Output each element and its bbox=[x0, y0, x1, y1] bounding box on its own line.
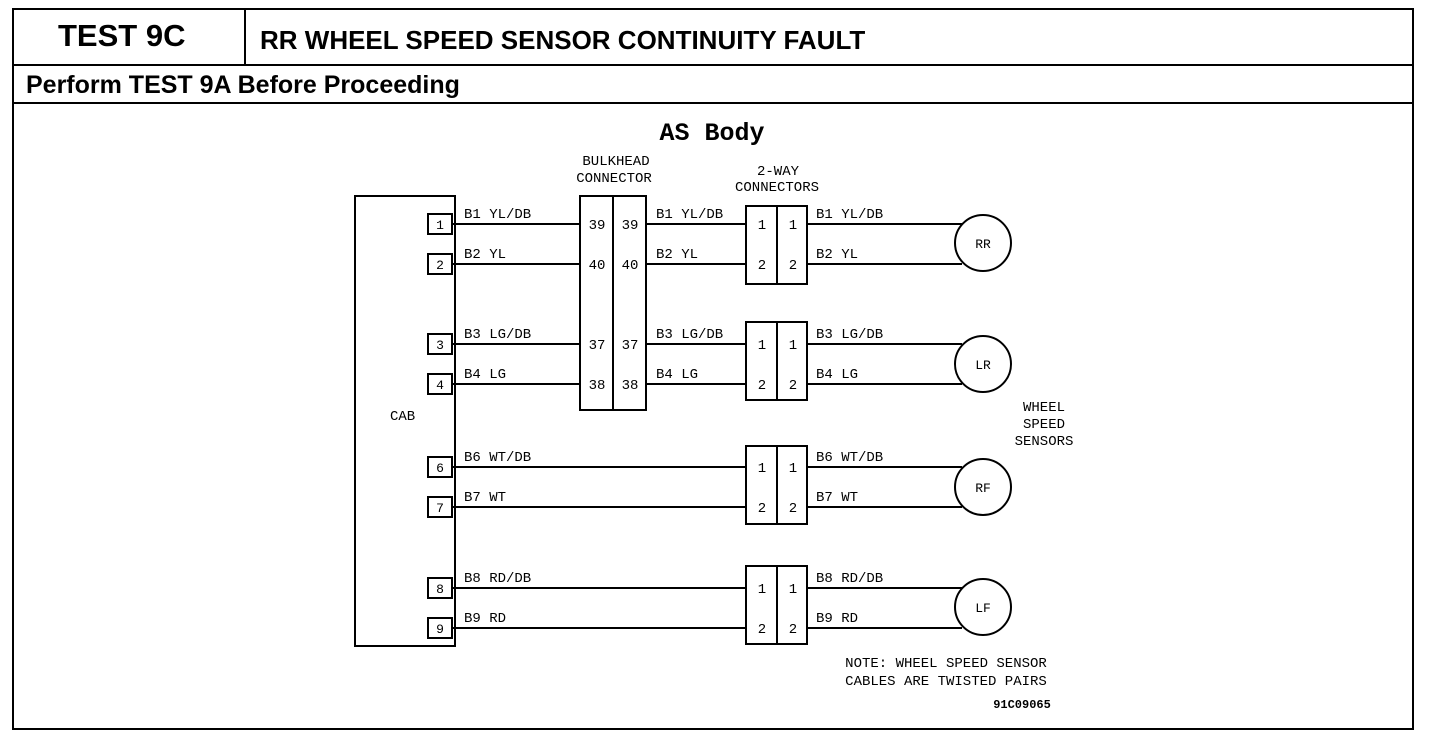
sensor-label: LR bbox=[975, 358, 991, 373]
connector-pin-number: 1 bbox=[789, 461, 797, 477]
connector-pin-number: 1 bbox=[789, 582, 797, 598]
wire-label: B3 LG/DB bbox=[656, 327, 723, 343]
subtitle: Perform TEST 9A Before Proceeding bbox=[26, 71, 460, 99]
connector-pin-number: 1 bbox=[789, 218, 797, 234]
cab-pin-number: 4 bbox=[436, 378, 444, 393]
wire-label: B3 LG/DB bbox=[816, 327, 883, 343]
wire-label: B6 WT/DB bbox=[464, 450, 531, 466]
wire-label: B4 LG bbox=[464, 367, 506, 383]
header-bar: TEST 9C RR WHEEL SPEED SENSOR CONTINUITY… bbox=[12, 8, 1414, 66]
bulkhead-pin-number: 37 bbox=[589, 338, 606, 354]
wire-label: B6 WT/DB bbox=[816, 450, 883, 466]
wire-label: B4 LG bbox=[816, 367, 858, 383]
connector-pin-number: 2 bbox=[789, 258, 797, 274]
note-line-1: NOTE: WHEEL SPEED SENSOR bbox=[845, 656, 1047, 672]
sensor-label: RR bbox=[975, 237, 991, 252]
sensors-label-3: SENSORS bbox=[1015, 434, 1074, 450]
wire-label: B9 RD bbox=[816, 611, 858, 627]
bulkhead-pin-number: 39 bbox=[589, 218, 606, 234]
bulkhead-pin-number: 39 bbox=[622, 218, 639, 234]
wire-label: B7 WT bbox=[816, 490, 858, 506]
cab-pin-number: 2 bbox=[436, 258, 444, 273]
wire-label: B8 RD/DB bbox=[464, 571, 531, 587]
cab-pin-number: 6 bbox=[436, 461, 444, 476]
twoway-label-2: CONNECTORS bbox=[735, 180, 819, 196]
twoway-label-1: 2-WAY bbox=[757, 164, 800, 180]
sensors-label-1: WHEEL bbox=[1023, 400, 1065, 416]
connector-pin-number: 2 bbox=[789, 501, 797, 517]
connector-pin-number: 2 bbox=[789, 378, 797, 394]
connector-pin-number: 1 bbox=[758, 338, 766, 354]
wheel-speed-sensor bbox=[954, 458, 1012, 516]
test-id: TEST 9C bbox=[12, 8, 246, 64]
cab-pin-number: 9 bbox=[436, 622, 444, 637]
test-title: RR WHEEL SPEED SENSOR CONTINUITY FAULT bbox=[260, 25, 866, 55]
sensors-label-2: SPEED bbox=[1023, 417, 1065, 433]
cab-pin-number: 3 bbox=[436, 338, 444, 353]
cab-pin-number: 7 bbox=[436, 501, 444, 516]
sensor-label: RF bbox=[975, 481, 991, 496]
page-frame bbox=[12, 8, 1414, 730]
wire-label: B8 RD/DB bbox=[816, 571, 883, 587]
wheel-speed-sensor bbox=[954, 578, 1012, 636]
bulkhead-pin-number: 37 bbox=[622, 338, 639, 354]
sensor-label: LF bbox=[975, 601, 991, 616]
bulkhead-pin-number: 40 bbox=[589, 258, 606, 274]
cab-module bbox=[354, 195, 456, 647]
connector-pin-number: 2 bbox=[758, 378, 766, 394]
wire-label: B1 YL/DB bbox=[464, 207, 531, 223]
diagram-title: AS Body bbox=[659, 119, 764, 148]
wire-label: B7 WT bbox=[464, 490, 506, 506]
bulkhead-pin-number: 38 bbox=[622, 378, 639, 394]
cab-pin-number: 1 bbox=[436, 218, 444, 233]
wire-label: B2 YL bbox=[656, 247, 698, 263]
bulkhead-label-2: CONNECTOR bbox=[576, 171, 652, 187]
wheel-speed-sensor bbox=[954, 214, 1012, 272]
wire-label: B2 YL bbox=[816, 247, 858, 263]
note-line-2: CABLES ARE TWISTED PAIRS bbox=[845, 674, 1047, 690]
connector-pin-number: 1 bbox=[758, 582, 766, 598]
wire-label: B1 YL/DB bbox=[816, 207, 883, 223]
wire-label: B9 RD bbox=[464, 611, 506, 627]
subtitle-bar: Perform TEST 9A Before Proceeding bbox=[12, 66, 1414, 104]
connector-pin-number: 2 bbox=[758, 258, 766, 274]
connector-pin-number: 1 bbox=[758, 461, 766, 477]
wheel-speed-sensor bbox=[954, 335, 1012, 393]
cab-label: CAB bbox=[390, 409, 415, 425]
wire-label: B2 YL bbox=[464, 247, 506, 263]
connector-pin-number: 1 bbox=[758, 218, 766, 234]
figure-id: 91C09065 bbox=[993, 698, 1051, 712]
connector-pin-number: 2 bbox=[758, 622, 766, 638]
wire-label: B3 LG/DB bbox=[464, 327, 531, 343]
connector-pin-number: 1 bbox=[789, 338, 797, 354]
bulkhead-pin-number: 38 bbox=[589, 378, 606, 394]
bulkhead-label-1: BULKHEAD bbox=[582, 154, 649, 170]
cab-pin-number: 8 bbox=[436, 582, 444, 597]
bulkhead-pin-number: 40 bbox=[622, 258, 639, 274]
connector-pin-number: 2 bbox=[758, 501, 766, 517]
connector-pin-number: 2 bbox=[789, 622, 797, 638]
wire-label: B4 LG bbox=[656, 367, 698, 383]
wire-label: B1 YL/DB bbox=[656, 207, 723, 223]
